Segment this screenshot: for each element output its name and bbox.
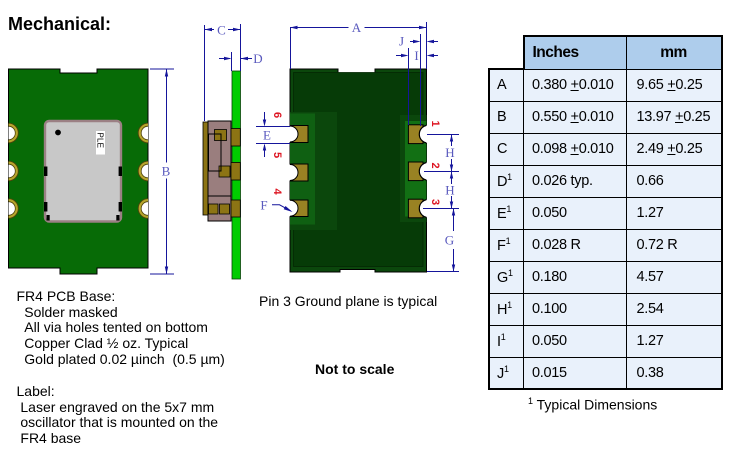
svg-text:G: G [445,233,454,248]
svg-text:5: 5 [271,152,283,158]
svg-text:1: 1 [429,120,441,126]
svg-text:I: I [414,48,418,63]
svg-text:2: 2 [429,162,441,168]
svg-text:4: 4 [271,188,283,195]
svg-text:B: B [162,164,171,179]
svg-text:H: H [445,145,454,160]
svg-text:6: 6 [271,112,283,118]
svg-text:D: D [253,51,262,66]
svg-text:C: C [217,23,226,38]
svg-text:H: H [445,183,454,198]
svg-text:E: E [263,128,271,143]
svg-text:A: A [352,20,362,35]
svg-text:F: F [260,198,267,213]
svg-text:J: J [399,34,404,49]
svg-text:PLE: PLE [96,133,105,149]
svg-text:3: 3 [429,199,441,205]
